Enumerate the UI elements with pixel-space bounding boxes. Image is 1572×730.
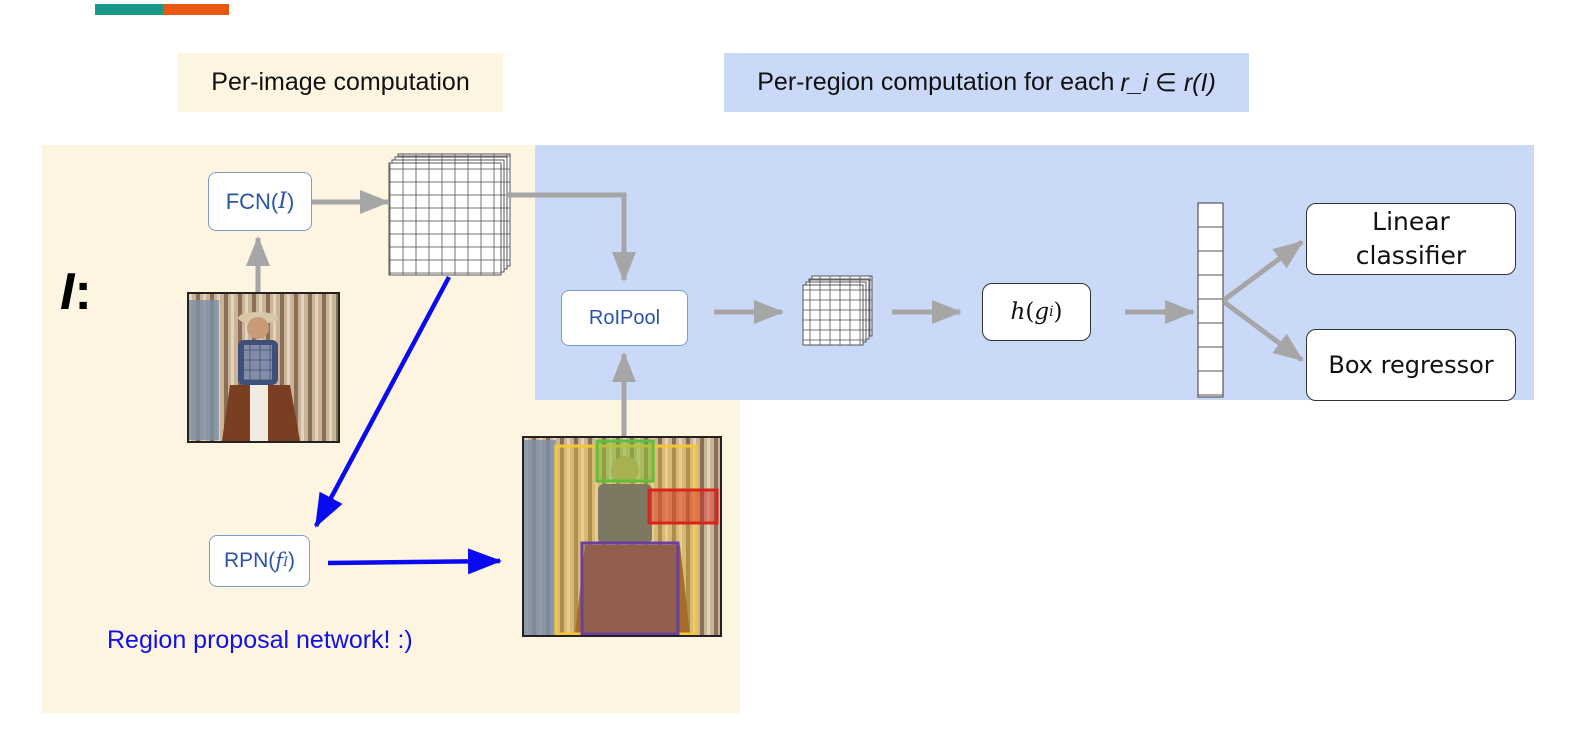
head-arg-sub: i (1049, 304, 1054, 320)
arrow-icon (327, 548, 502, 575)
linear-classifier-node: Linear classifier (1306, 203, 1516, 275)
fcn-label: FCN (225, 188, 271, 214)
input-symbol-letter: I (60, 263, 75, 321)
arrow-icon (506, 192, 636, 282)
rpn-arg-sub: I (283, 553, 289, 569)
input-photo (189, 294, 338, 441)
input-symbol: I: (60, 262, 92, 322)
linear-classifier-line2: classifier (1355, 241, 1467, 270)
linear-classifier-line1: Linear (1372, 207, 1450, 236)
head-fn: h (1010, 299, 1026, 325)
small-feature-map-icon (802, 275, 873, 346)
rpn-caption: Region proposal network! :) (107, 626, 413, 654)
proposal-box-yellow (554, 444, 698, 636)
feature-vector-icon (1197, 202, 1224, 398)
input-photo-frame (187, 292, 340, 443)
box-regressor-node: Box regressor (1306, 329, 1516, 401)
per-image-label-text: Per-image computation (211, 68, 470, 96)
input-symbol-colon: : (74, 263, 92, 321)
region-proposals-photo-frame (522, 436, 722, 637)
fcn-node: FCN(I) (208, 172, 312, 231)
head-arg: g (1034, 299, 1050, 325)
feature-map-grid-icon (388, 153, 511, 276)
arrow-icon (314, 275, 451, 528)
rpn-label: RPN (223, 549, 269, 572)
per-image-label: Per-image computation (178, 53, 503, 112)
per-region-label: Per-region computation for each r_i ∈ r(… (724, 53, 1249, 112)
arrow-icon (1222, 239, 1304, 303)
rpn-arg: f (275, 549, 284, 573)
per-region-expression: r_i ∈ r(I) (1120, 68, 1216, 97)
per-region-label-text: Per-region computation for each (757, 68, 1115, 96)
roipool-label: RoIPool (588, 306, 661, 329)
proposal-box-red (647, 488, 719, 525)
arrow-icon (1222, 299, 1304, 363)
fcn-arg: I (278, 189, 287, 214)
box-regressor-label: Box regressor (1328, 351, 1494, 379)
accent-bar-teal (95, 4, 163, 15)
proposal-box-green (595, 439, 655, 483)
accent-bar-orange (163, 4, 229, 15)
region-proposals-photo (524, 438, 720, 636)
proposal-box-purple (580, 541, 680, 636)
roipool-node: RoIPool (561, 290, 688, 346)
